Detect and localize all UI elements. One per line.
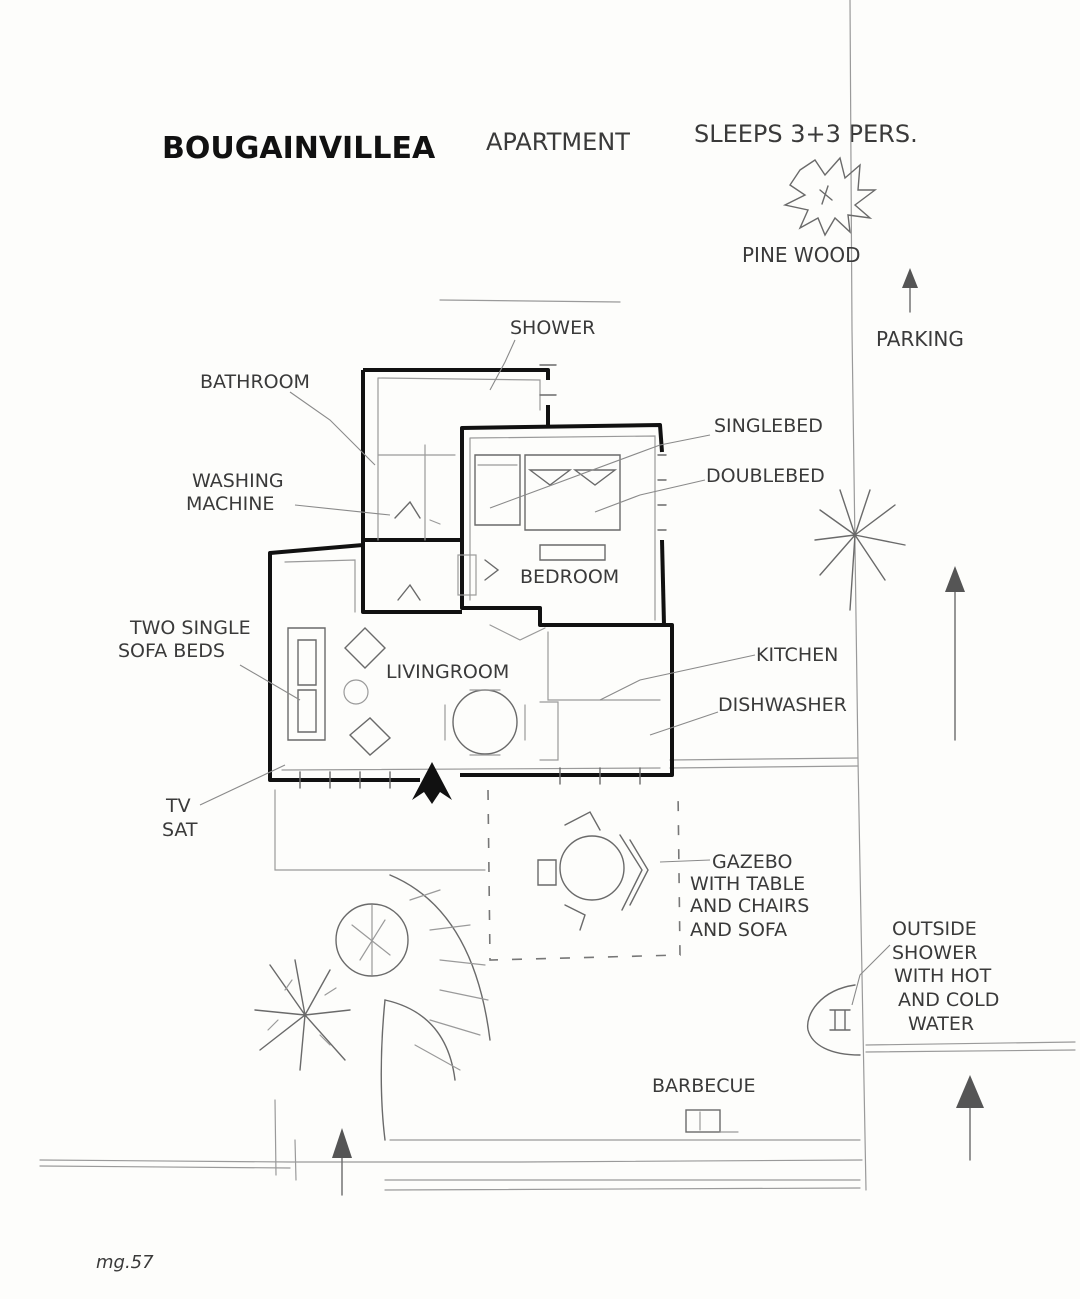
gazebo-label-line4: AND SOFA bbox=[690, 919, 787, 941]
windows bbox=[299, 364, 667, 789]
parking-label: PARKING bbox=[876, 327, 964, 351]
double-bed bbox=[524, 454, 621, 531]
pine-wood-tree-icon bbox=[782, 156, 878, 237]
gazebo-label-line1: GAZEBO bbox=[712, 851, 792, 873]
east-entrance-arrow-icon bbox=[956, 1075, 984, 1161]
bedroom-wardrobe bbox=[457, 554, 477, 596]
gazebo-label-line2: WITH TABLE bbox=[690, 873, 805, 895]
bathroom-inner-wall bbox=[377, 377, 541, 541]
washing-machine-label-line2: MACHINE bbox=[186, 493, 274, 515]
outside-shower-label-line2: SHOWER bbox=[892, 942, 977, 964]
living-inner-wall bbox=[284, 559, 356, 613]
sleeps-capacity: SLEEPS 3+3 PERS. bbox=[694, 120, 918, 148]
gazebo-table bbox=[537, 811, 649, 931]
dishwasher-label: DISHWASHER bbox=[718, 694, 847, 716]
street-line bbox=[39, 1159, 863, 1163]
parking-arrow-icon bbox=[902, 268, 918, 313]
entrance-arrow-icon bbox=[412, 762, 452, 804]
round-planter-icon bbox=[335, 903, 409, 977]
property-boundary-line bbox=[849, 0, 867, 1191]
washing-machine-label-line1: WASHING bbox=[192, 470, 284, 492]
terrace-line bbox=[669, 757, 859, 769]
street-line-2 bbox=[39, 1165, 291, 1169]
outside-shower-label-line1: OUTSIDE bbox=[892, 918, 977, 940]
sketch-line bbox=[439, 299, 621, 303]
bedroom-inner-wall bbox=[469, 435, 656, 621]
sofa-beds bbox=[287, 627, 326, 741]
gazebo-label-line3: AND CHAIRS bbox=[690, 895, 809, 917]
living-room-label: LIVINGROOM bbox=[386, 661, 509, 683]
bedroom-door-swing bbox=[484, 559, 500, 581]
apartment-type: APARTMENT bbox=[486, 128, 630, 156]
artist-signature: mg.57 bbox=[96, 1252, 154, 1273]
outside-shower-label-line3: WITH HOT bbox=[894, 965, 992, 987]
outside-shower-label-line4: AND COLD bbox=[898, 989, 999, 1011]
barbecue-icon bbox=[685, 1109, 739, 1133]
tv-label-line2: SAT bbox=[162, 819, 198, 841]
sofa-beds-label-line2: SOFA BEDS bbox=[118, 640, 225, 662]
gazebo-outline bbox=[487, 789, 681, 961]
armchair bbox=[344, 627, 392, 756]
bedroom-bench bbox=[539, 544, 606, 561]
bush-tree-icon bbox=[814, 489, 906, 611]
path-line bbox=[384, 1179, 861, 1191]
kitchen-counter bbox=[539, 701, 559, 761]
sofa-beds-label-line1: TWO SINGLE bbox=[129, 617, 251, 639]
building-walls bbox=[268, 368, 674, 782]
outside-shower-icon bbox=[806, 984, 861, 1056]
south-entrance-arrow-icon bbox=[332, 1128, 352, 1196]
apartment-name: BOUGAINVILLEA bbox=[162, 131, 436, 166]
living-south-inner bbox=[281, 767, 661, 771]
double-bed-label: DOUBLEBED bbox=[706, 465, 825, 487]
leader-lines bbox=[199, 339, 891, 1006]
spiral-terrace bbox=[380, 874, 491, 1141]
tv-label-line1: TV bbox=[165, 795, 191, 817]
barbecue-label: BARBECUE bbox=[652, 1075, 755, 1097]
north-arrow-icon bbox=[945, 566, 965, 741]
dining-table bbox=[444, 689, 526, 756]
living-door-swing bbox=[489, 624, 546, 641]
east-fence-line bbox=[865, 1041, 1076, 1053]
palm-tree-icon bbox=[254, 959, 351, 1071]
bathroom-label: BATHROOM bbox=[200, 371, 310, 393]
pine-wood-label: PINE WOOD bbox=[742, 243, 861, 267]
kitchen-label: KITCHEN bbox=[756, 644, 838, 666]
outside-shower-label-line5: WATER bbox=[908, 1013, 974, 1035]
bathroom-fixtures bbox=[377, 444, 456, 601]
side-table bbox=[343, 679, 369, 705]
single-bed bbox=[474, 454, 521, 526]
gate-lines bbox=[274, 1099, 297, 1181]
kitchen-inner-wall bbox=[547, 631, 661, 701]
single-bed-label: SINGLEBED bbox=[714, 415, 823, 437]
terrace-edge bbox=[274, 789, 486, 871]
shower-label: SHOWER bbox=[510, 317, 595, 339]
bedroom-label: BEDROOM bbox=[520, 566, 619, 588]
